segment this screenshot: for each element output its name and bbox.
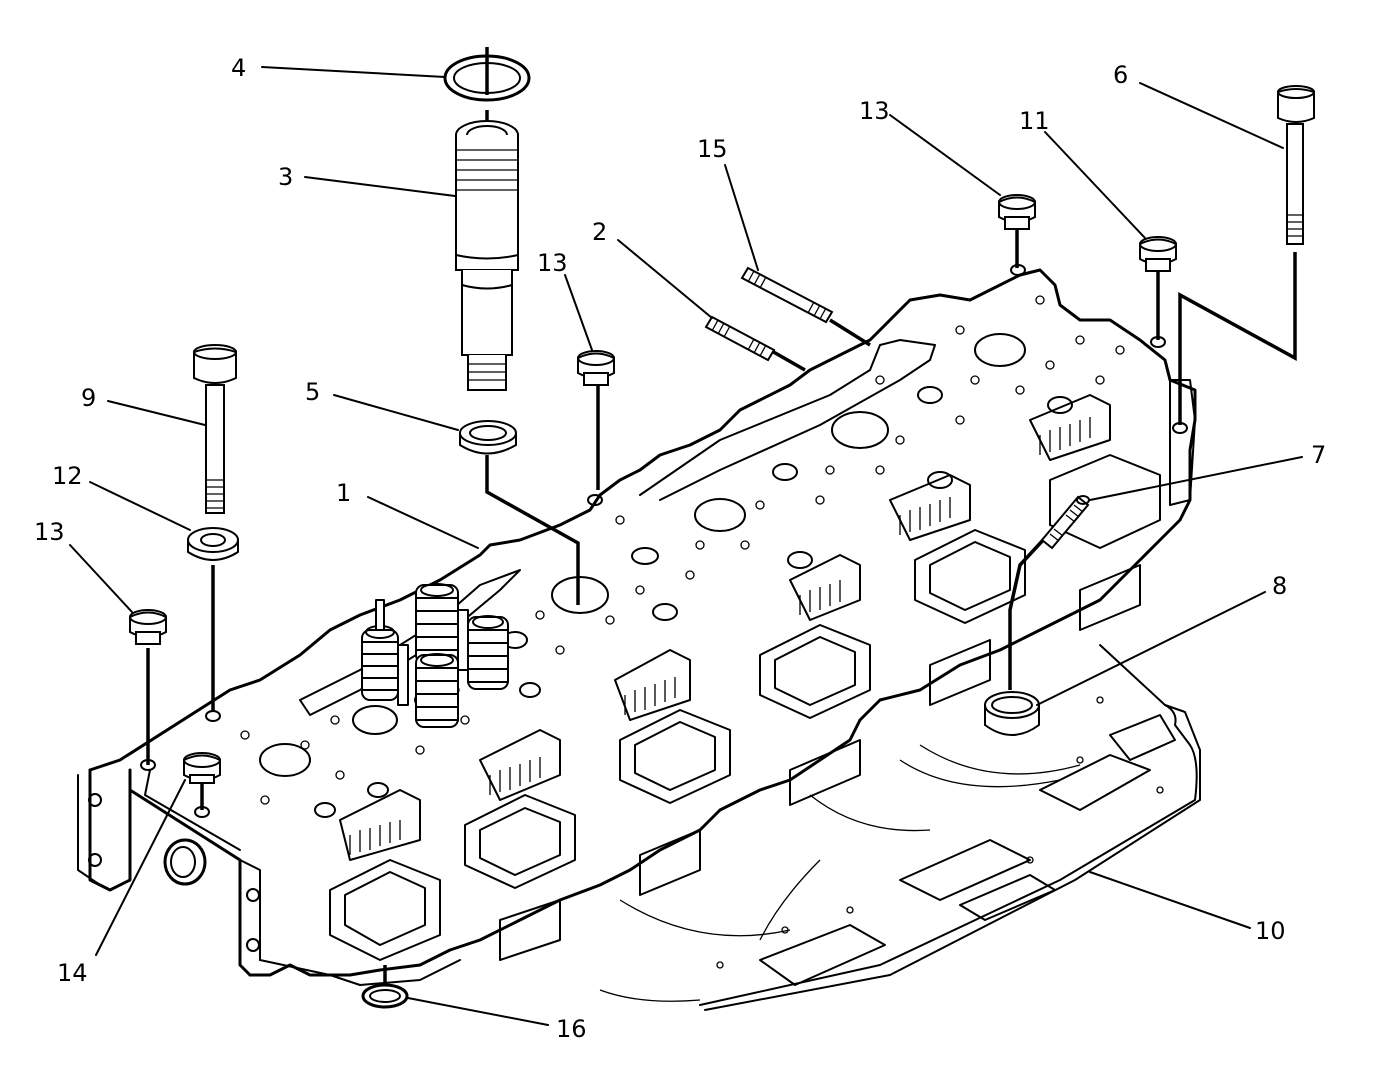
head-bolt-right (1277, 85, 1315, 245)
callout-12: 12 (52, 462, 83, 490)
head-bolt-long (193, 344, 237, 514)
callout-6: 6 (1113, 61, 1129, 89)
callout-13-left: 13 (34, 518, 65, 546)
cylinder-head (77, 264, 1197, 986)
callout-14: 14 (57, 959, 88, 987)
callout-16: 16 (556, 1015, 587, 1043)
callout-4: 4 (231, 54, 247, 82)
callout-3: 3 (278, 163, 294, 191)
sleeve-8 (984, 691, 1040, 736)
callout-8: 8 (1272, 572, 1288, 600)
callout-9: 9 (81, 384, 97, 412)
leader-lines (69, 66, 1303, 1026)
o-ring-16 (361, 983, 409, 1009)
callout-11: 11 (1019, 107, 1050, 135)
seal-ring (459, 420, 517, 455)
plug-13-center (577, 350, 615, 386)
stud-2 (704, 315, 776, 362)
washer (187, 527, 239, 561)
extension-lines (146, 47, 1297, 985)
plug-13-left (129, 609, 167, 645)
stud-15 (740, 266, 834, 324)
callout-7: 7 (1311, 441, 1327, 469)
plug-11 (1139, 236, 1177, 272)
plug-14 (183, 752, 221, 784)
callout-5: 5 (305, 378, 321, 406)
callout-13-right: 13 (859, 97, 890, 125)
valve-springs (361, 583, 509, 728)
injector-sleeve (455, 120, 519, 391)
head-gasket (599, 644, 1201, 1011)
callout-1: 1 (336, 479, 352, 507)
plug-13-right (998, 194, 1036, 230)
callout-10: 10 (1255, 917, 1286, 945)
stud-7 (1040, 495, 1090, 550)
callout-15: 15 (697, 135, 728, 163)
callout-2: 2 (592, 218, 608, 246)
callout-13-center: 13 (537, 249, 568, 277)
